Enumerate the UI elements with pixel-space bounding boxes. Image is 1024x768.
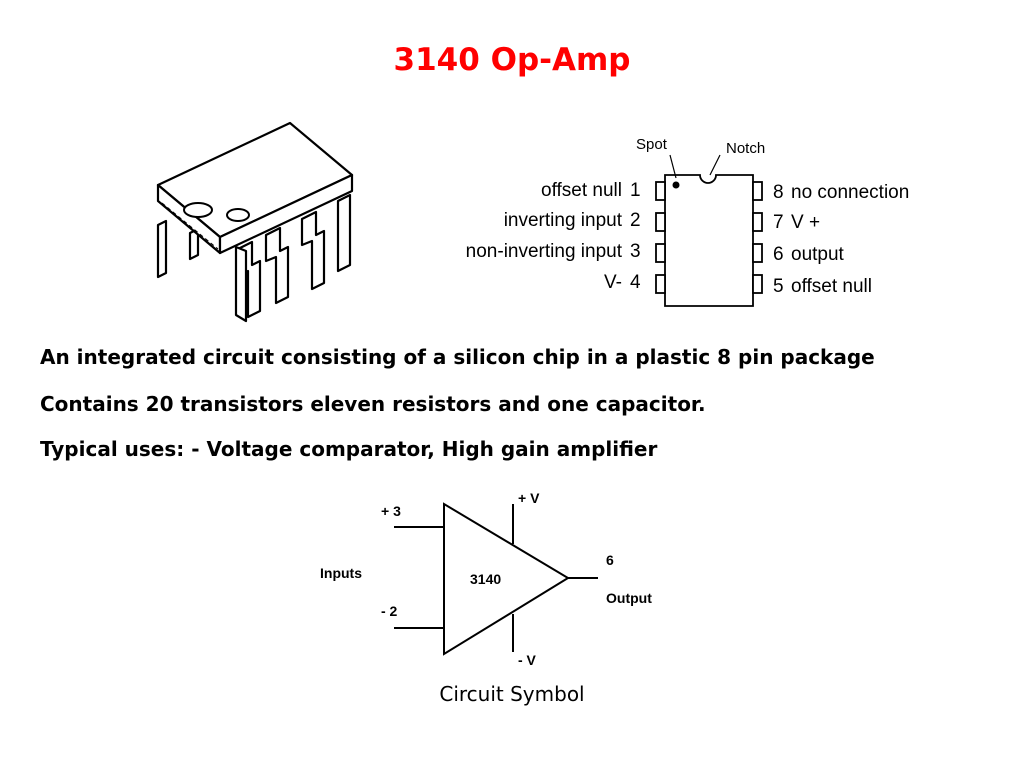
chip-number-label: 3140 (470, 571, 502, 587)
pin-6-number: 6 (773, 244, 784, 265)
pin-3-label: non-inverting input (465, 241, 622, 262)
plus-v-label: + V (518, 490, 540, 506)
pin-4-label: V- (604, 272, 622, 293)
pinout-outline (655, 154, 763, 307)
notch-label: Notch (726, 140, 766, 157)
op-amp-symbol (394, 502, 598, 656)
output-label: Output (606, 590, 652, 606)
pin-1-number: 1 (630, 180, 641, 201)
pin-5-number: 5 (773, 276, 784, 297)
minus-input-label: - 2 (381, 603, 398, 619)
pin-7-number: 7 (773, 212, 784, 233)
description-line-2: Contains 20 transistors eleven resistors… (40, 392, 706, 416)
pin-2-number: 2 (630, 210, 641, 231)
spot-label: Spot (636, 136, 667, 153)
inputs-label: Inputs (320, 565, 362, 581)
symbol-caption: Circuit Symbol (439, 682, 585, 706)
pin-2-label: inverting input (503, 210, 622, 231)
output-pin-label: 6 (606, 552, 614, 568)
page-title: 3140 Op-Amp (393, 42, 631, 78)
dip-package-illustration (156, 121, 354, 323)
pin-8-label: no connection (791, 182, 910, 203)
pin-4-number: 4 (630, 272, 641, 293)
description-line-1: An integrated circuit consisting of a si… (40, 345, 875, 369)
pin-6-label: output (791, 244, 844, 265)
pin-8-number: 8 (773, 182, 784, 203)
plus-input-label: + 3 (381, 503, 401, 519)
pin-5-label: offset null (791, 276, 872, 297)
pin-3-number: 3 (630, 241, 641, 262)
pin-1-label: offset null (541, 180, 622, 201)
description-line-3: Typical uses: - Voltage comparator, High… (40, 437, 658, 461)
minus-v-label: - V (518, 652, 536, 668)
pin-7-label: V + (791, 212, 821, 233)
